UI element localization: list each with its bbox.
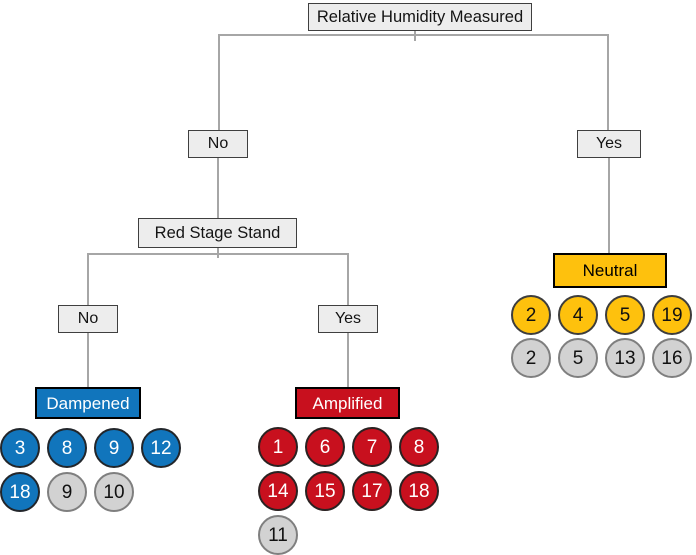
sample-circle: 18 bbox=[0, 472, 40, 512]
stage-no-node: No bbox=[58, 305, 118, 333]
sample-circle: 9 bbox=[94, 428, 134, 468]
connector-top-right-drop bbox=[607, 34, 609, 130]
connector-no-to-dampened bbox=[87, 333, 89, 387]
sample-circle: 3 bbox=[0, 428, 40, 468]
sample-circle: 17 bbox=[352, 471, 392, 511]
amplified-row-2: 14 15 17 18 bbox=[258, 471, 439, 511]
neutral-row-2: 2 5 13 16 bbox=[511, 338, 692, 378]
sample-circle: 10 bbox=[94, 472, 134, 512]
neutral-label: Neutral bbox=[553, 253, 667, 288]
sample-circle: 7 bbox=[352, 427, 392, 467]
sample-circle: 14 bbox=[258, 471, 298, 511]
sample-circle: 1 bbox=[258, 427, 298, 467]
neutral-row-1: 2 4 5 19 bbox=[511, 295, 692, 335]
sample-circle: 13 bbox=[605, 338, 645, 378]
connector-no-to-stage bbox=[217, 158, 219, 218]
neutral-samples: 2 4 5 19 2 5 13 16 bbox=[511, 295, 692, 381]
sample-circle: 2 bbox=[511, 295, 551, 335]
connector-stage-horizontal bbox=[88, 253, 349, 255]
dampened-label: Dampened bbox=[35, 387, 141, 419]
stage-node: Red Stage Stand bbox=[138, 218, 297, 248]
sample-circle: 6 bbox=[305, 427, 345, 467]
sample-circle: 8 bbox=[399, 427, 439, 467]
connector-stage-left-drop bbox=[87, 253, 89, 305]
sample-circle: 9 bbox=[47, 472, 87, 512]
sample-circle: 5 bbox=[605, 295, 645, 335]
sample-circle: 12 bbox=[141, 428, 181, 468]
dampened-row-2: 18 9 10 bbox=[0, 472, 181, 512]
sample-circle: 2 bbox=[511, 338, 551, 378]
stage-yes-node: Yes bbox=[318, 305, 378, 333]
amplified-label: Amplified bbox=[295, 387, 400, 419]
sample-circle: 16 bbox=[652, 338, 692, 378]
sample-circle: 15 bbox=[305, 471, 345, 511]
branch-no-node: No bbox=[188, 130, 248, 158]
root-node: Relative Humidity Measured bbox=[308, 3, 532, 31]
connector-yes-to-amplified bbox=[347, 333, 349, 387]
branch-yes-node: Yes bbox=[577, 130, 641, 158]
sample-circle: 11 bbox=[258, 515, 298, 555]
amplified-samples: 1 6 7 8 14 15 17 18 11 bbox=[258, 427, 439, 555]
connector-top-horizontal bbox=[219, 34, 608, 36]
sample-circle: 18 bbox=[399, 471, 439, 511]
connector-stage-right-drop bbox=[347, 253, 349, 305]
connector-top-left-drop bbox=[218, 34, 220, 130]
sample-circle: 8 bbox=[47, 428, 87, 468]
connector-root-stub bbox=[414, 31, 416, 41]
connector-yes-to-neutral bbox=[608, 158, 610, 253]
sample-circle: 19 bbox=[652, 295, 692, 335]
dampened-row-1: 3 8 9 12 bbox=[0, 428, 181, 468]
dampened-samples: 3 8 9 12 18 9 10 bbox=[0, 428, 181, 516]
sample-circle: 5 bbox=[558, 338, 598, 378]
amplified-row-1: 1 6 7 8 bbox=[258, 427, 439, 467]
amplified-row-3: 11 bbox=[258, 515, 439, 555]
connector-stage-stub bbox=[217, 247, 219, 258]
sample-circle: 4 bbox=[558, 295, 598, 335]
